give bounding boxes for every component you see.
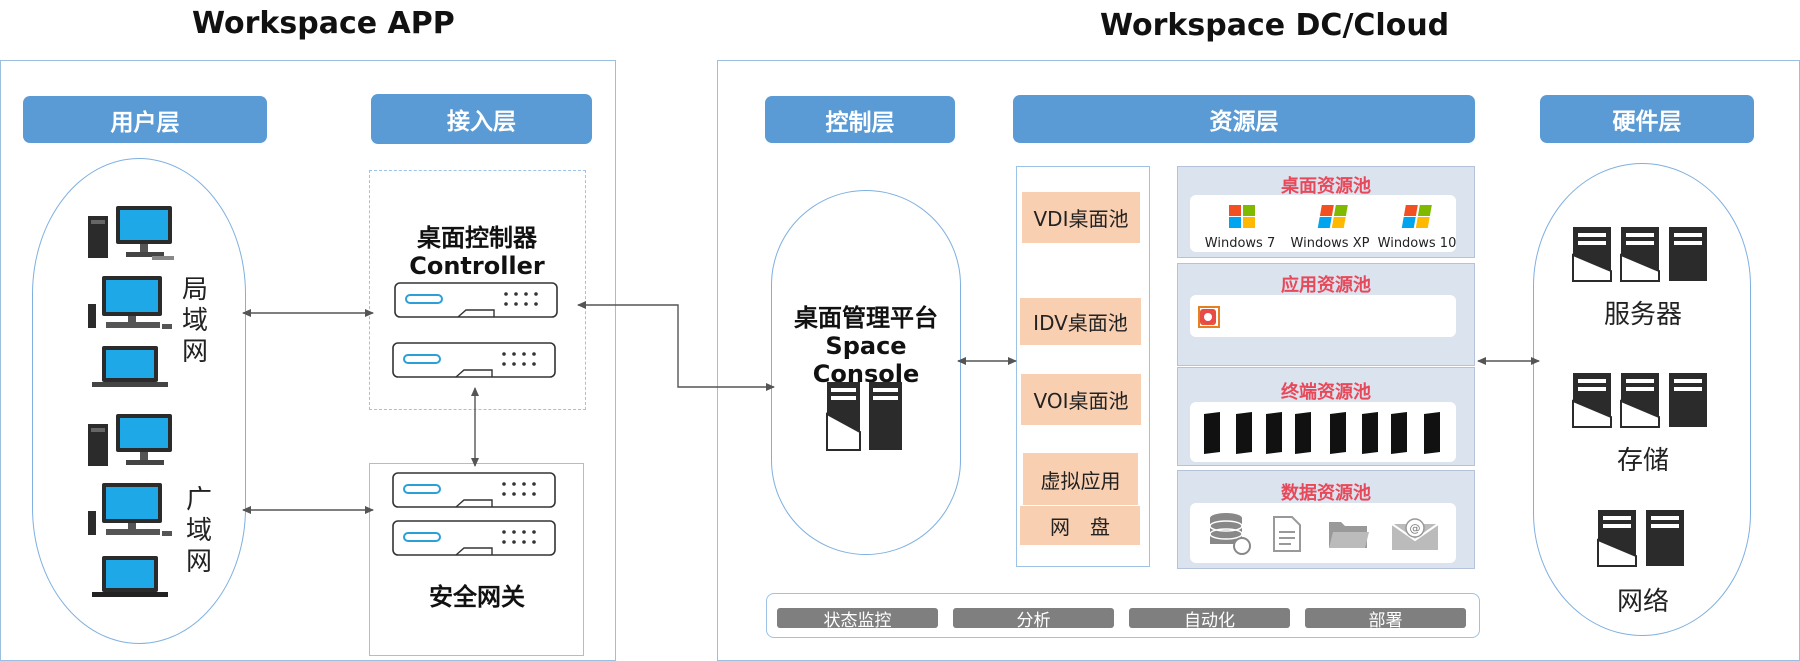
user-device-group — [32, 158, 246, 644]
hardware-label-network: 网络 — [1616, 587, 1669, 617]
left-title: Workspace APP — [192, 6, 455, 41]
data-pool-title: 数据资源池 — [1281, 483, 1371, 504]
layer-header-resource: 资源层 — [1013, 95, 1475, 143]
desktop-pool-list — [1016, 166, 1150, 567]
app-icon-row: e — [1198, 306, 1448, 328]
resource-virtual-app: 虚拟应用 — [1023, 453, 1138, 505]
bottom-item-automation: 自动化 — [1129, 608, 1290, 631]
desktop-pc-icon — [88, 206, 174, 260]
document-icon — [1273, 516, 1301, 552]
wan-label: 广域网 — [185, 485, 212, 577]
thin-client-icon-row — [1204, 412, 1440, 454]
server-tower-icon — [826, 382, 902, 451]
controller-appliance-icon — [394, 282, 558, 318]
hardware-label-storage: 存储 — [1616, 446, 1669, 476]
layer-header-user: 用户层 — [23, 96, 267, 143]
controller-name-en: Controller — [409, 252, 545, 280]
console-name-cn: 桌面管理平台 — [794, 304, 938, 332]
layer-header-access: 接入层 — [371, 94, 592, 144]
terminal-pool-inner — [1190, 402, 1456, 462]
desktop-pc-icon — [88, 483, 172, 536]
gateway-appliance-icon — [392, 520, 556, 556]
windows-7-icon — [1229, 205, 1255, 228]
controller-name-cn: 桌面控制器 — [417, 224, 537, 252]
hardware-label-server: 服务器 — [1603, 300, 1682, 330]
desktop-pool-title: 桌面资源池 — [1281, 176, 1371, 197]
resource-voi: VOI桌面池 — [1021, 374, 1141, 425]
network-rack-icon — [1597, 510, 1684, 567]
gateway-label: 安全网关 — [429, 583, 525, 611]
layer-header-hardware: 硬件层 — [1540, 95, 1754, 143]
folder-icon — [1329, 522, 1369, 548]
desktop-pc-icon — [88, 414, 172, 466]
svg-text:@: @ — [1410, 522, 1421, 535]
laptop-icon — [92, 556, 168, 597]
desktop-pc-icon — [88, 276, 172, 329]
os-label-win7: Windows 7 — [1204, 236, 1276, 251]
bottom-item-monitor: 状态监控 — [777, 608, 938, 631]
resource-netdisk: 网 盘 — [1020, 506, 1140, 545]
terminal-pool-title: 终端资源池 — [1281, 382, 1371, 403]
database-icon — [1209, 513, 1251, 555]
storage-rack-icon — [1572, 373, 1707, 428]
windows-xp-icon — [1317, 205, 1348, 228]
layer-header-control: 控制层 — [765, 96, 955, 143]
lan-label: 局域网 — [181, 275, 208, 367]
os-label-winxp: Windows XP — [1290, 236, 1370, 251]
app-pool-title: 应用资源池 — [1281, 275, 1371, 296]
email-icon: @ — [1391, 518, 1439, 550]
management-bar — [766, 593, 1480, 638]
os-label-win10: Windows 10 — [1377, 236, 1457, 251]
hardware-group — [1533, 163, 1751, 636]
gateway-appliance-icon — [392, 472, 556, 508]
right-title: Workspace DC/Cloud — [1100, 8, 1450, 43]
bottom-item-analysis: 分析 — [953, 608, 1114, 631]
server-rack-icon — [1572, 227, 1707, 282]
resource-idv: IDV桌面池 — [1020, 298, 1141, 345]
app-pool-inner — [1190, 295, 1456, 337]
app-icon — [1200, 309, 1216, 325]
resource-vdi: VDI桌面池 — [1022, 192, 1140, 243]
windows-10-icon — [1401, 205, 1432, 228]
laptop-icon — [92, 346, 168, 387]
bottom-item-deploy: 部署 — [1305, 608, 1466, 631]
controller-appliance-icon — [392, 342, 556, 378]
